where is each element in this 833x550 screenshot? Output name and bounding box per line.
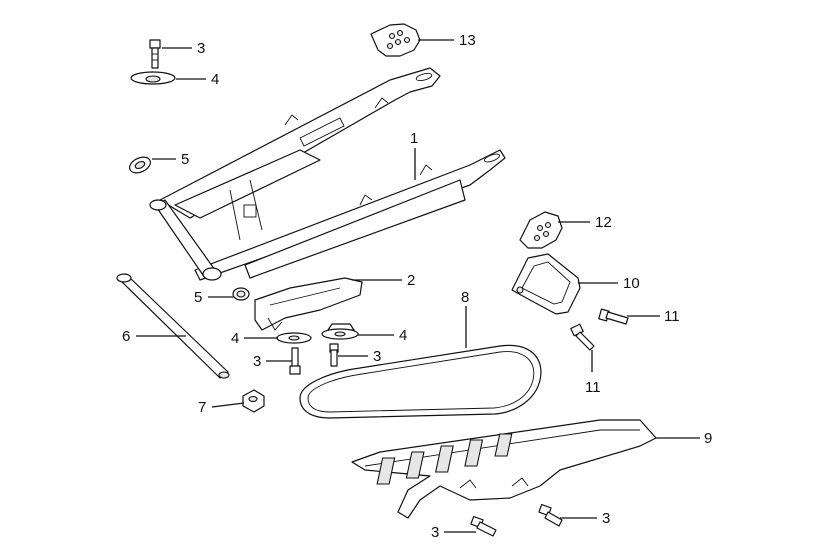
axle-part-6 (116, 273, 230, 379)
callout-7: 7 (198, 399, 245, 416)
callout-4-mid-right: 4 (358, 327, 407, 344)
callout-3-bottom-left: 3 (431, 524, 476, 541)
callout-label: 4 (231, 330, 239, 347)
callout-label: 10 (623, 275, 640, 292)
callout-11-below: 11 (585, 350, 601, 396)
callout-label: 1 (410, 130, 418, 147)
bolt-part-mid-left (289, 347, 301, 375)
callout-6: 6 (122, 328, 186, 345)
callout-12: 12 (558, 214, 612, 231)
callout-5-mid: 5 (194, 289, 234, 306)
callout-label: 3 (373, 348, 381, 365)
bolt-part-11-a (598, 308, 629, 325)
callout-label: 3 (253, 353, 261, 370)
callout-label: 11 (585, 379, 601, 396)
washer-part-mid-left (276, 332, 312, 344)
bolt-part-11-b (570, 323, 595, 351)
callout-3-mid-left: 3 (253, 353, 292, 370)
callout-label: 8 (461, 289, 469, 306)
callout-label: 12 (595, 214, 612, 231)
callout-5-top: 5 (152, 151, 189, 168)
callout-label: 4 (211, 71, 219, 88)
callout-8: 8 (461, 289, 469, 348)
callout-label: 11 (664, 308, 680, 325)
adjuster-plate-part-12 (519, 211, 563, 249)
swing-arm-part-1 (149, 67, 506, 281)
callout-label: 13 (459, 32, 476, 49)
adjuster-plate-part-13 (370, 23, 421, 57)
washer-part-mid-right (321, 323, 359, 340)
callout-label: 3 (431, 524, 439, 541)
chain-slider-part-2 (254, 277, 363, 331)
callout-label: 2 (407, 272, 415, 289)
callout-1: 1 (410, 130, 418, 180)
bolt-part-mid-right (329, 343, 339, 367)
chain-guard-part-9 (351, 419, 657, 519)
callout-label: 6 (122, 328, 130, 345)
nut-part-7 (242, 389, 265, 413)
callout-label: 9 (704, 430, 712, 447)
bolt-part-bottom-right (538, 503, 563, 527)
callout-label: 4 (399, 327, 407, 344)
chain-guide-part-10 (511, 253, 581, 315)
callout-3-mid-right: 3 (338, 348, 381, 365)
callout-label: 3 (602, 510, 610, 527)
callout-13: 13 (418, 32, 476, 49)
callout-label: 3 (197, 40, 205, 57)
callout-4-mid-left: 4 (231, 330, 278, 347)
callout-label: 5 (194, 289, 202, 306)
callout-2: 2 (352, 272, 415, 289)
bolt-part-top (149, 39, 161, 69)
callout-9: 9 (656, 430, 712, 447)
callout-10: 10 (578, 275, 640, 292)
callout-3-bottom-right: 3 (560, 510, 610, 527)
washer-part-top (130, 71, 176, 85)
callout-4-top: 4 (176, 71, 219, 88)
chain-part-8 (299, 344, 542, 419)
bolt-part-bottom-left (470, 515, 497, 537)
bushing-part-top (129, 156, 151, 174)
callout-label: 5 (181, 151, 189, 168)
callout-11-right: 11 (627, 308, 680, 325)
bushing-part-mid (232, 287, 250, 301)
callout-3-top: 3 (162, 40, 205, 57)
callout-label: 7 (198, 399, 206, 416)
